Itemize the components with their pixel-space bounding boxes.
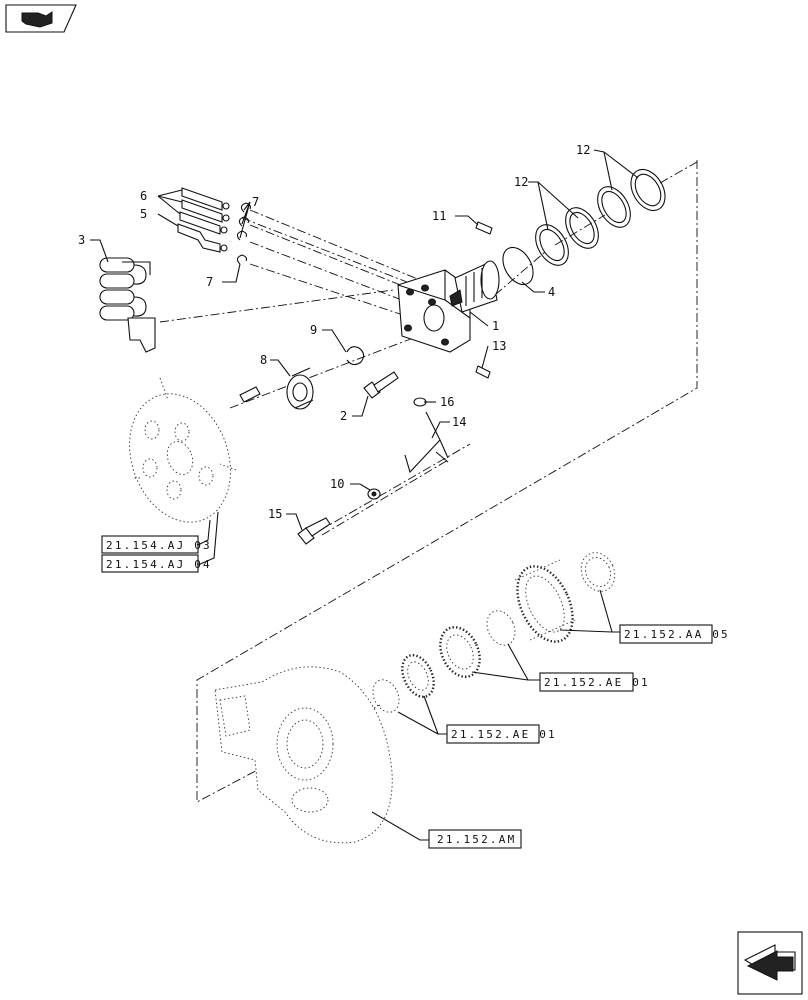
callout-5[interactable]: 5 <box>140 207 147 221</box>
ref-21-152-ae-01[interactable]: 21.152.AE 01 <box>544 676 650 689</box>
callout-16[interactable]: 16 <box>440 395 454 409</box>
callout-1[interactable]: 1 <box>492 319 499 333</box>
part-14-16-tube <box>404 397 449 474</box>
ref-21-152-ae-01[interactable]: 21.152.AE 01 <box>451 728 557 741</box>
part-2-bolt <box>363 371 399 399</box>
callout-2[interactable]: 2 <box>340 409 347 423</box>
callout-11[interactable]: 11 <box>432 209 446 223</box>
part-11-13-dowel-pins <box>475 221 493 379</box>
part-15-bolt <box>297 517 331 545</box>
callout-3[interactable]: 3 <box>78 233 85 247</box>
reference-boxes: 21.154.AJ 03 21.154.AJ 04 21.152.AA 05 2… <box>101 535 730 849</box>
part-7-clips <box>236 202 252 265</box>
ref-21-154-aj-03[interactable]: 21.154.AJ 03 <box>106 539 212 552</box>
callout-14[interactable]: 14 <box>452 415 466 429</box>
ref-box[interactable] <box>539 672 634 692</box>
clutch-disc <box>129 377 237 523</box>
callout-8[interactable]: 8 <box>260 353 267 367</box>
centerlines <box>229 161 698 540</box>
ref-box[interactable] <box>101 554 199 573</box>
ref-box[interactable] <box>101 535 199 554</box>
callout-13[interactable]: 13 <box>492 339 506 353</box>
callout-4[interactable]: 4 <box>548 285 555 299</box>
callout-9[interactable]: 9 <box>310 323 317 337</box>
part-5-6-connector-pins <box>177 187 230 253</box>
callout-labels: 6 5 7 7 3 11 12 12 4 1 13 9 8 2 16 14 10… <box>78 143 590 521</box>
callout-12[interactable]: 12 <box>514 175 528 189</box>
part-8-bushing <box>239 367 314 410</box>
housing <box>214 666 393 844</box>
ref-21-152-am[interactable]: 21.152.AM <box>437 833 516 846</box>
ref-box[interactable] <box>619 624 713 644</box>
part-3-spring-clip <box>99 257 156 353</box>
callout-15[interactable]: 15 <box>268 507 282 521</box>
gear-stack <box>372 552 616 713</box>
callout-6[interactable]: 6 <box>140 189 147 203</box>
ref-box[interactable] <box>446 724 540 744</box>
next-page-arrow-icon[interactable] <box>737 931 803 995</box>
ref-21-152-aa-05[interactable]: 21.152.AA 05 <box>624 628 730 641</box>
callout-7[interactable]: 7 <box>252 195 259 209</box>
callout-7[interactable]: 7 <box>206 275 213 289</box>
part-12-seal-rings <box>535 168 666 266</box>
part-1-manifold <box>397 260 500 353</box>
ref-box[interactable] <box>428 829 522 849</box>
part-4-o-ring <box>502 246 534 286</box>
callout-12[interactable]: 12 <box>576 143 590 157</box>
book-arrow-icon[interactable] <box>5 4 77 33</box>
part-9-snap-ring <box>346 346 365 366</box>
callout-10[interactable]: 10 <box>330 477 344 491</box>
part-10-nut <box>367 488 381 500</box>
leader-lines <box>90 149 639 841</box>
ref-21-154-aj-04[interactable]: 21.154.AJ 04 <box>106 558 212 571</box>
